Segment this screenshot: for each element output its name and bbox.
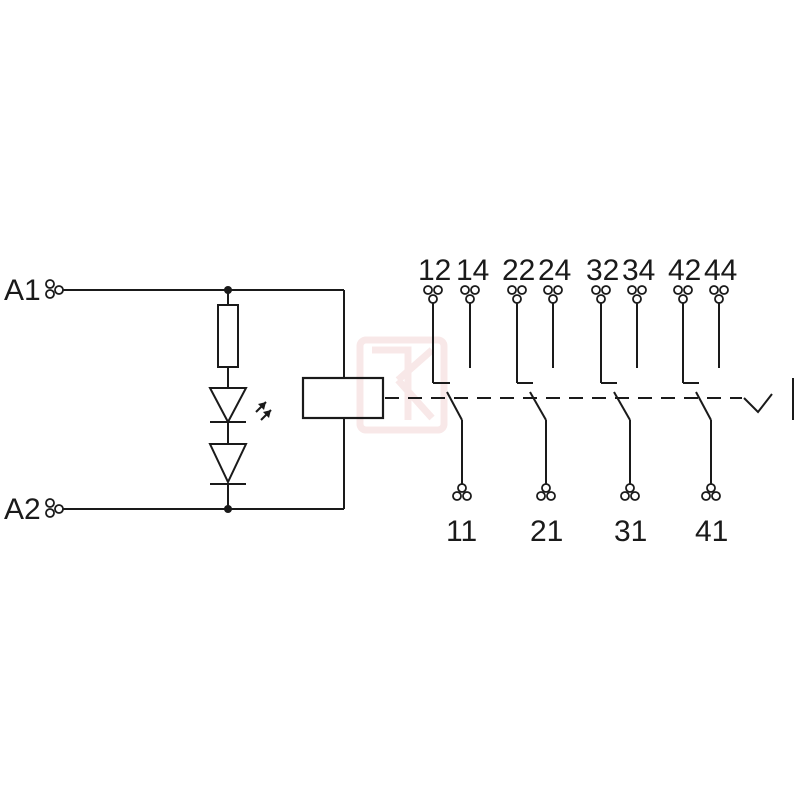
terminal-icon (620, 483, 640, 501)
contact-label-22: 22 (502, 254, 535, 287)
terminal-icon (673, 285, 729, 304)
contact-label-11: 11 (446, 515, 477, 548)
contact-label-32: 32 (586, 254, 619, 287)
diode-icon (208, 443, 248, 485)
resistor-icon (217, 304, 239, 368)
contact-label-21: 21 (530, 515, 563, 548)
contact-group-2: 22 24 21 (502, 254, 571, 548)
watermark-logo (356, 336, 448, 434)
junction-dot-top (224, 286, 232, 294)
terminal-icon (452, 483, 472, 501)
changeover-contact-icon (613, 391, 631, 421)
changeover-contact-icon (695, 391, 712, 421)
contact-label-24: 24 (538, 254, 571, 287)
terminal-icon (507, 285, 563, 304)
terminal-icon (591, 285, 647, 304)
terminal-label-a1: A1 (4, 274, 41, 307)
spring-return-icon (743, 378, 794, 420)
terminal-icon (701, 483, 721, 501)
contact-group-1: 12 14 11 (418, 254, 489, 548)
terminal-a2-icon (45, 498, 64, 518)
changeover-contact-icon (446, 391, 463, 421)
led-icon (208, 387, 272, 444)
contact-group-3: 32 34 31 (586, 254, 655, 548)
junction-dot-bottom (224, 505, 232, 513)
coil-circuit-wiring (63, 289, 345, 510)
contact-label-31: 31 (614, 515, 647, 548)
terminal-label-a2: A2 (4, 493, 41, 526)
changeover-contact-icon (529, 391, 547, 421)
contact-label-12: 12 (418, 254, 451, 287)
contact-label-44: 44 (704, 254, 737, 287)
relay-coil-icon (301, 376, 385, 420)
contact-label-14: 14 (456, 254, 489, 287)
terminal-icon (423, 285, 480, 304)
contact-group-4: 42 44 41 (668, 254, 737, 548)
terminal-icon (536, 483, 556, 501)
contact-label-41: 41 (695, 515, 728, 548)
contact-label-34: 34 (622, 254, 655, 287)
terminal-a1-icon (45, 279, 64, 299)
contact-label-42: 42 (668, 254, 701, 287)
